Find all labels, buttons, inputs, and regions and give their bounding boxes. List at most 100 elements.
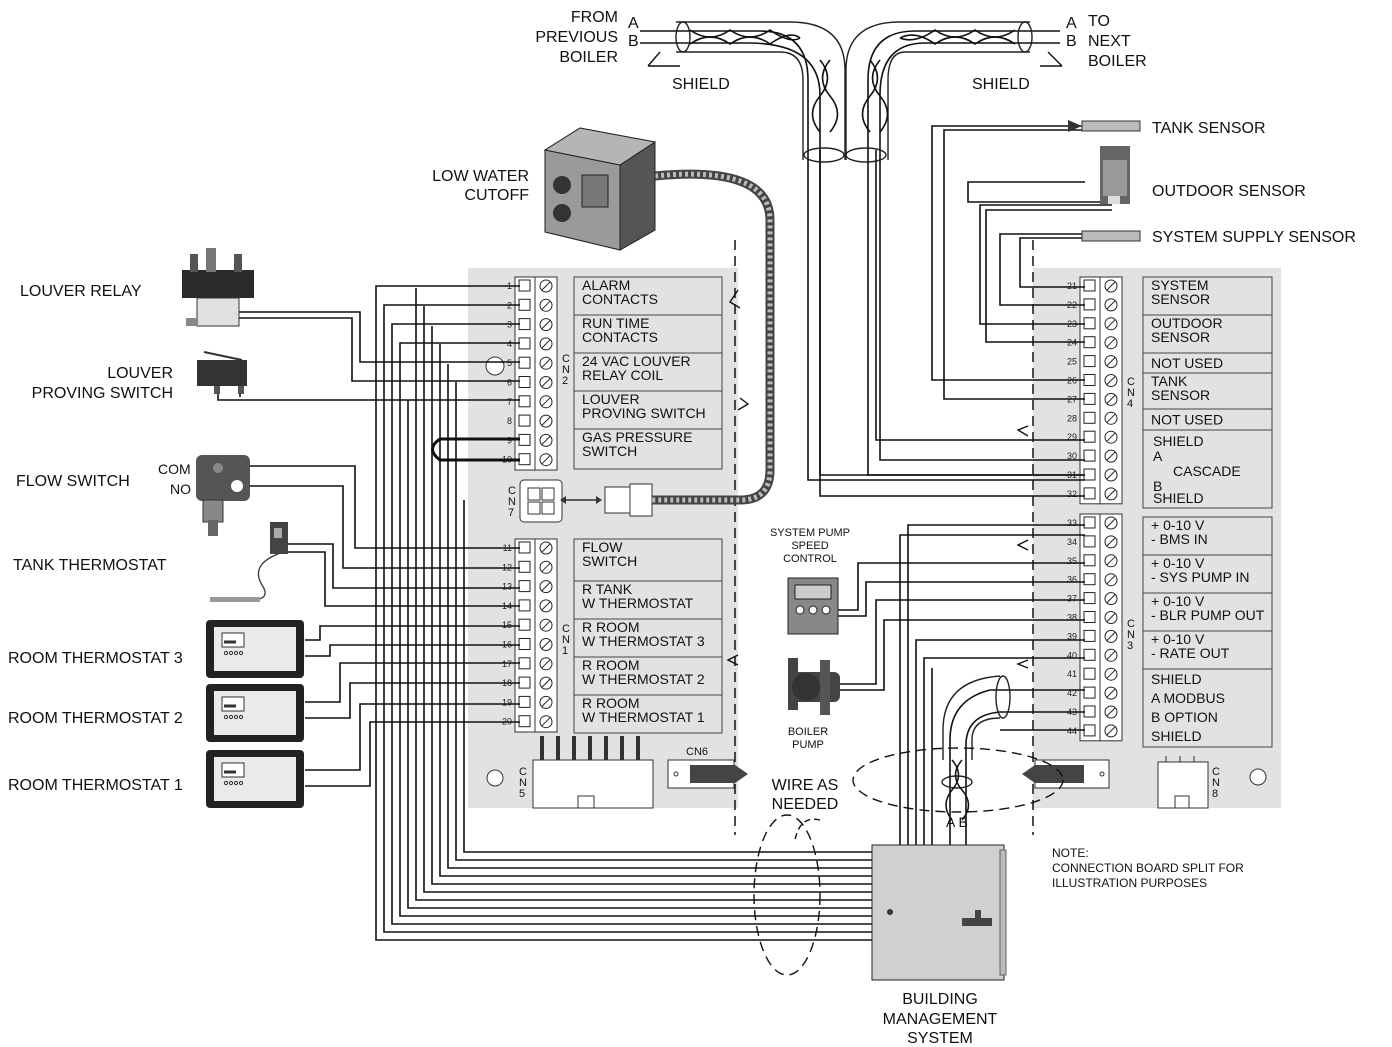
label-box <box>1142 554 1273 594</box>
terminal-screw-slot <box>1083 573 1096 586</box>
label-box-text: SENSOR <box>1151 387 1210 403</box>
to-label-2: NEXT <box>1088 33 1131 50</box>
label-box-text: RELAY COIL <box>582 367 663 383</box>
system-supply-sensor-device <box>1081 230 1141 242</box>
label-box <box>1142 276 1273 316</box>
label-box-text: OUTDOOR <box>1151 315 1223 331</box>
boiler-pump-device <box>788 658 840 715</box>
modbus-label: SHIELD <box>1151 671 1202 687</box>
from-label-2: PREVIOUS <box>535 29 618 46</box>
svg-text:C: C <box>519 766 527 778</box>
label-box-text: - RATE OUT <box>1151 645 1230 661</box>
label-box-text: + 0-10 V <box>1151 555 1205 571</box>
terminal-number: 13 <box>502 582 512 592</box>
terminal-number: 21 <box>1067 281 1077 291</box>
tank-sensor-label: TANK SENSOR <box>1152 120 1266 137</box>
tank-thermostat-label: TANK THERMOSTAT <box>13 557 167 574</box>
louver-relay-device <box>182 248 254 327</box>
terminal-screw-slot <box>1083 516 1096 529</box>
label-box-text: + 0-10 V <box>1151 517 1205 533</box>
cn3-c: C <box>1127 618 1135 630</box>
louver-proving-label-1: LOUVER <box>107 365 173 382</box>
svg-text:N: N <box>519 777 527 789</box>
board-hole <box>1249 768 1267 786</box>
label-box <box>573 580 723 620</box>
wire-as-needed-2: NEEDED <box>772 796 839 813</box>
cn2-c: C <box>562 353 570 365</box>
terminal-screw-slot <box>518 414 531 427</box>
terminal-screw-slot <box>518 356 531 369</box>
cascade-label: SHIELD <box>1153 490 1204 506</box>
label-box <box>573 656 723 696</box>
label-box <box>1142 516 1273 556</box>
label-box-text: SYSTEM <box>1151 277 1209 293</box>
svg-text:8: 8 <box>1212 788 1218 800</box>
low-water-cutoff-label-2: CUTOFF <box>464 187 529 204</box>
label-box-text: PROVING SWITCH <box>582 405 706 421</box>
svg-text:N: N <box>508 496 516 508</box>
label-box <box>573 428 723 470</box>
terminal-number: 25 <box>1067 357 1077 367</box>
terminal-screw-slot <box>518 395 531 408</box>
label-box-text: GAS PRESSURE <box>582 429 692 445</box>
terminal-screw-slot <box>518 599 531 612</box>
terminal-number: 38 <box>1067 613 1077 623</box>
spc-label-3: CONTROL <box>783 553 837 565</box>
terminal-screw-slot <box>518 376 531 388</box>
shield-right-label: SHIELD <box>972 76 1030 93</box>
label-box <box>573 538 723 582</box>
label-box-text: CONTACTS <box>582 291 658 307</box>
label-box-text: W THERMOSTAT 3 <box>582 633 705 649</box>
terminal-screw-slot <box>1083 355 1096 368</box>
split-arrows <box>726 289 1029 669</box>
terminal-screw-slot <box>1083 298 1096 311</box>
label-box <box>573 390 723 430</box>
bms-label-3: SYSTEM <box>907 1030 973 1047</box>
label-box-text: SWITCH <box>582 553 637 569</box>
label-box-text: - BLR PUMP OUT <box>1151 607 1265 623</box>
modbus-label: A MODBUS <box>1151 690 1225 706</box>
outdoor-sensor-device <box>1100 146 1130 204</box>
label-box-text: W THERMOSTAT <box>582 595 694 611</box>
note-1: NOTE: <box>1052 846 1089 860</box>
terminal-screw-slot <box>1083 724 1096 737</box>
tank-thermostat-device <box>210 522 288 602</box>
cn2-n: N <box>562 364 570 376</box>
terminal-number: 32 <box>1067 489 1077 499</box>
wire-as-needed-1: WIRE AS <box>772 777 839 794</box>
flow-switch-device <box>196 455 250 536</box>
terminal-screw-slot <box>1083 468 1096 481</box>
board-hole <box>485 356 505 376</box>
terminal-number: 35 <box>1067 556 1077 566</box>
terminal-screw-slot <box>518 298 531 311</box>
terminal-number: 6 <box>507 378 512 388</box>
cn8-connector: C N 8 <box>1157 756 1220 809</box>
tank-sensor-device <box>1068 120 1141 132</box>
terminal-screw-slot <box>518 560 531 573</box>
outdoor-sensor-label: OUTDOOR SENSOR <box>1152 183 1306 200</box>
label-box-text: LOUVER <box>582 391 640 407</box>
terminal-screw-slot <box>518 715 531 728</box>
label-box-text: CONTACTS <box>582 329 658 345</box>
louver-proving-label-2: PROVING SWITCH <box>32 385 173 402</box>
terminal-number: 4 <box>507 339 512 349</box>
label-box-text: W THERMOSTAT 2 <box>582 671 705 687</box>
terminal-number: 41 <box>1067 669 1077 679</box>
wires <box>217 21 1112 976</box>
terminal-screw-slot <box>1083 317 1096 330</box>
label-box <box>1142 592 1273 632</box>
terminal-screw-slot <box>1083 535 1096 548</box>
from-wire-a: A <box>628 15 639 32</box>
from-label-1: FROM <box>571 9 618 26</box>
cn1-c: C <box>562 623 570 635</box>
note-3: ILLUSTRATION PURPOSES <box>1052 876 1207 890</box>
shield-left-label: SHIELD <box>672 76 730 93</box>
from-label-3: BOILER <box>559 49 618 66</box>
svg-text:C: C <box>1212 766 1220 778</box>
terminal-number: 28 <box>1067 413 1077 423</box>
cn6-connector: CN6 <box>667 746 1110 789</box>
boiler-pump-label-1: BOILER <box>788 726 828 738</box>
